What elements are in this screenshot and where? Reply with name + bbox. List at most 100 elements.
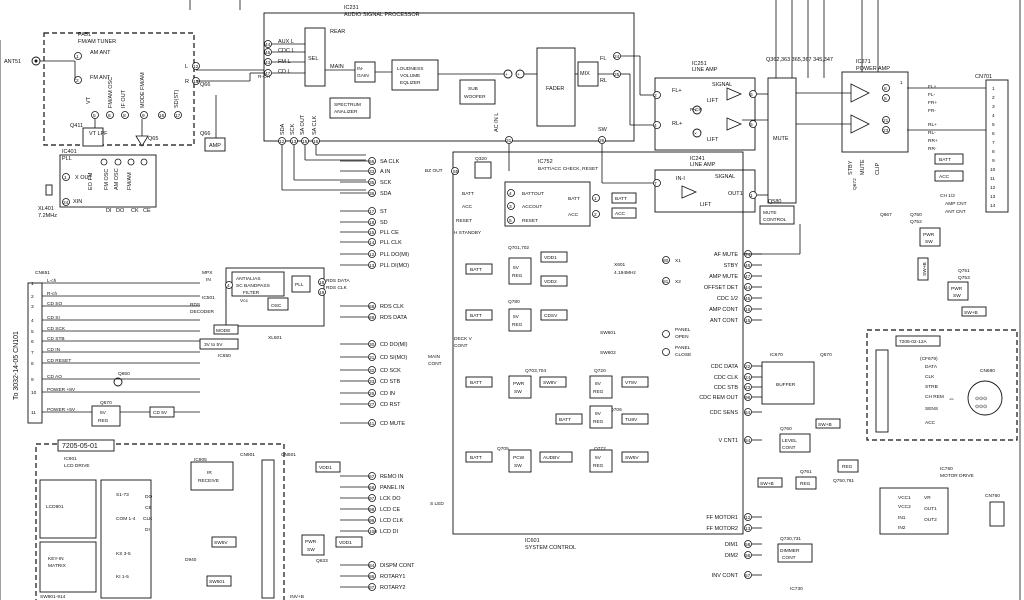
svg-text:RL-: RL-: [928, 130, 936, 136]
svg-text:CN901: CN901: [240, 452, 255, 458]
pll-ic401: IC401 PLL X OUT XIN 1 24 EO FM FM OSC AM…: [59, 149, 157, 214]
svg-text:AM ANT: AM ANT: [90, 50, 111, 56]
pin-number: 68: [369, 304, 375, 310]
svg-text:MAIN: MAIN: [330, 64, 344, 70]
pin-number-marker: [368, 494, 376, 502]
svg-text:BATT: BATT: [939, 157, 951, 163]
svg-text:⊙⊙⊙: ⊙⊙⊙: [975, 404, 987, 410]
pin-number-marker: [744, 436, 752, 444]
svg-text:AM OSC: AM OSC: [114, 168, 120, 190]
svg-text:SW: SW: [925, 239, 933, 245]
pin-label: PANEL IN: [380, 485, 404, 491]
svg-text:4: 4: [992, 113, 995, 119]
svg-text:REG: REG: [593, 389, 604, 395]
svg-text:X1: X1: [675, 258, 681, 264]
svg-text:Q753: Q753: [958, 275, 970, 281]
pin-number: 23: [745, 385, 751, 391]
pin-number-marker: [368, 572, 376, 580]
svg-text:CONTROL: CONTROL: [763, 217, 787, 223]
svg-text:43: 43: [265, 60, 271, 66]
pin-label: PLL CLK: [380, 240, 402, 246]
pin-number: 18: [369, 220, 375, 226]
svg-text:Q772: Q772: [594, 446, 606, 452]
motor-drive-ic760: IC760 MOTOR DRIVE VCC1 VCC2 IN1 IN2 VR O…: [757, 418, 1005, 592]
svg-text:Q670: Q670: [100, 400, 112, 406]
svg-text:ACC: ACC: [939, 174, 950, 180]
svg-text:ANALIZER: ANALIZER: [334, 109, 358, 115]
svg-text:REG: REG: [512, 322, 523, 328]
svg-text:R-CH: R-CH: [258, 74, 271, 80]
svg-text:14: 14: [990, 203, 996, 209]
svg-text:OUT1: OUT1: [924, 506, 937, 512]
pin-number-marker: [368, 238, 376, 246]
pin-number: 13: [745, 526, 751, 532]
svg-text:IN-I: IN-I: [676, 176, 685, 182]
antenna: ANT51: [4, 56, 75, 66]
svg-text:5V: 5V: [100, 410, 107, 416]
pin-number: 27: [369, 402, 375, 408]
pin-number-marker: [368, 313, 376, 321]
svg-text:4: 4: [509, 191, 512, 197]
pin-number-marker: [368, 157, 376, 165]
svg-text:CH REM: CH REM: [925, 394, 944, 400]
svg-text:OPEN: OPEN: [675, 334, 689, 340]
svg-text:Q780: Q780: [508, 299, 520, 305]
pin-number-marker: [368, 189, 376, 197]
pin-number: 31: [369, 355, 375, 361]
subboard-7205-05-01: 7205-05-01 IC901 LCD DRIVE LCD901 KEY-IN…: [35, 439, 304, 600]
svg-text:FM/AM OSC: FM/AM OSC: [108, 77, 114, 108]
connector-pin-number: 4: [31, 318, 34, 324]
svg-text:SW: SW: [953, 293, 961, 299]
svg-text:X2: X2: [675, 279, 681, 285]
svg-text:FM OSC: FM OSC: [104, 169, 110, 190]
svg-text:IC730: IC730: [790, 586, 803, 592]
svg-text:CONT: CONT: [782, 445, 796, 451]
svg-text:⇔: ⇔: [948, 396, 955, 403]
pin-label: CD STB: [380, 379, 401, 385]
pin-number: 96: [745, 395, 751, 401]
svg-text:SW8V: SW8V: [543, 380, 557, 386]
svg-text:CN680: CN680: [980, 368, 995, 374]
pin-number-marker: [744, 316, 752, 324]
svg-text:AMP: AMP: [209, 143, 221, 149]
svg-text:Q720: Q720: [594, 368, 606, 374]
pin-number: 87: [369, 585, 375, 591]
svg-text:LIFT: LIFT: [707, 137, 719, 143]
pin-number: 68: [369, 485, 375, 491]
svg-text:10: 10: [990, 167, 996, 173]
pin-number-marker: [368, 353, 376, 361]
svg-text:Q752: Q752: [910, 219, 922, 225]
pin-number-marker: [368, 207, 376, 215]
svg-text:BATT: BATT: [470, 313, 482, 319]
svg-text:Q761: Q761: [800, 469, 812, 475]
svg-text:ANTIALIAS: ANTIALIAS: [236, 276, 261, 282]
svg-text:SW: SW: [514, 463, 522, 469]
pin-label: CDC CLK: [714, 375, 738, 381]
svg-text:12: 12: [279, 139, 285, 145]
svg-text:1: 1: [900, 80, 903, 86]
pin-number: 45: [745, 296, 751, 302]
svg-text:SDA: SDA: [280, 123, 286, 135]
pin-number: 30: [369, 342, 375, 348]
svg-text:2: 2: [76, 78, 79, 84]
svg-text:IC905: IC905: [194, 457, 207, 463]
pin-number: 46: [745, 263, 751, 269]
pin-label: CDC REM OUT: [699, 395, 738, 401]
svg-text:IC760: IC760: [940, 466, 953, 472]
svg-text:SD(ST): SD(ST): [174, 90, 180, 109]
pin-label: REMO IN: [380, 474, 404, 480]
svg-text:11: 11: [990, 176, 995, 182]
svg-text:FL-: FL-: [928, 92, 936, 98]
changer-connector: 7205-02-12A (CF679) DATA CLK STRB CH REM…: [866, 329, 1018, 441]
svg-text:OUT2: OUT2: [924, 517, 937, 523]
